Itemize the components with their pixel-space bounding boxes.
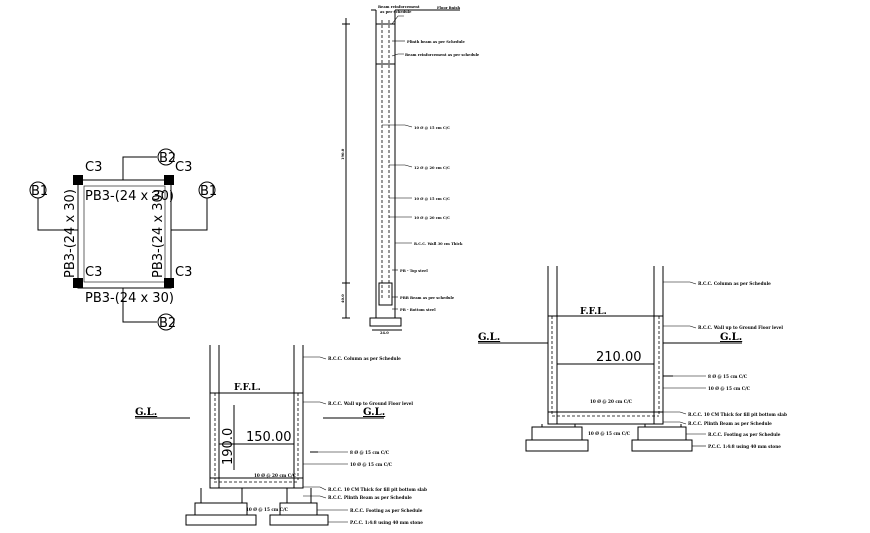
left-ffl-label: F.F.L. (234, 383, 261, 393)
tall-note-bar1: 10 Ø @ 15 cm C/C (414, 125, 450, 130)
left-note-plinth: R.C.C. Plinth Beam as per Schedule (328, 495, 412, 500)
beam-label-bottom: PB3-(24 x 30) (85, 291, 174, 306)
grid-bubble-top (157, 148, 175, 166)
tall-note-top-b: as per schedule (380, 10, 412, 14)
tall-note-top-a: Beam reinforcement (378, 5, 420, 9)
right-note-plinth: R.C.C. Plinth Beam as per Schedule (688, 421, 772, 426)
column-c3-br (164, 278, 174, 288)
plan-view: B2 B2 B1 B1 C3 C3 C3 C3 PB3-(24 x 30) PB… (29, 148, 217, 331)
tall-dim-base: 24.0 (380, 331, 389, 335)
right-note-slab: R.C.C. 10 CM Thick for fill pit bottom s… (688, 412, 787, 417)
column-c3-bl (73, 278, 83, 288)
left-height-dim: 190.0 (221, 428, 236, 465)
right-bars-b: 10 Ø @ 15 cm C/C (588, 431, 631, 436)
grid-line-right (171, 198, 208, 231)
section-left: F.F.L. G.L. G.L. 150.00 190.0 R.C.C. Col… (135, 345, 427, 526)
tall-note-bar4: 10 Ø @ 20 cm C/C (414, 215, 450, 220)
left-note-bar-8: 8 Ø @ 15 cm C/C (350, 450, 390, 455)
tall-note-wall: R.C.C. Wall 30 cm Thick (414, 242, 463, 246)
tall-section: 190.0 40.0 24.0 Beam reinforcement as pe… (341, 5, 480, 335)
grid-line-bottom (122, 288, 157, 323)
beam-label-right: PB3-(24 x 30) (151, 189, 166, 278)
tall-note-plinth: Plinth beam as per Schedule (407, 40, 465, 44)
grid-line-top (122, 156, 157, 180)
tall-note-reinf: Beam reinforcement as per schedule (405, 53, 480, 57)
column-label-bl: C3 (85, 265, 102, 280)
left-note-wall: R.C.C. Wall up to Ground Floor level (328, 401, 413, 406)
column-label-br: C3 (175, 265, 192, 280)
tall-note-plinthbeam: PBB Beam as per schedule (400, 296, 455, 300)
right-gl-right: G.L. (720, 332, 742, 343)
tall-note-topsteel: PB - Top steel (400, 269, 428, 273)
left-note-column: R.C.C. Column as per Schedule (328, 356, 401, 361)
section-right: F.F.L. G.L. G.L. 210.00 R.C.C. Column as… (478, 266, 787, 452)
right-note-bar-8: 8 Ø @ 15 cm C/C (708, 374, 748, 379)
right-ffl-label: F.F.L. (580, 307, 607, 317)
left-gl-left: G.L. (135, 407, 157, 418)
left-note-footing: R.C.C. Footing as per Schedule (350, 508, 423, 513)
right-gl-left: G.L. (478, 332, 500, 343)
grid-label-right: B1 (200, 184, 217, 199)
left-bars-a: 10 Ø @ 20 cm C/C (254, 473, 297, 478)
right-note-bar-10: 10 Ø @ 15 cm C/C (708, 386, 751, 391)
grid-bubble-right (198, 181, 216, 199)
grid-label-top: B2 (159, 151, 176, 166)
tall-note-bottomsteel: PB - Bottom steel (400, 308, 436, 312)
grid-line-left (37, 198, 78, 231)
left-bars-b: 10 Ø @ 15 cm C/C (246, 507, 289, 512)
tall-dim-lower: 40.0 (341, 294, 345, 303)
tall-note-bar2: 12 Ø @ 20 cm C/C (414, 165, 450, 170)
column-c3-tr (164, 175, 174, 185)
left-width-dim: 150.00 (246, 430, 292, 445)
tall-dim-upper: 190.0 (341, 148, 345, 160)
grid-label-left: B1 (31, 184, 48, 199)
tall-note-bar3: 10 Ø @ 15 cm C/C (414, 196, 450, 201)
grid-bubble-bottom (157, 313, 175, 331)
left-note-slab: R.C.C. 10 CM Thick for fill pit bottom s… (328, 487, 427, 492)
right-note-column: R.C.C. Column as per Schedule (698, 281, 771, 286)
beam-label-left: PB3-(24 x 30) (63, 189, 78, 278)
plan-outline (77, 179, 172, 289)
tall-note-slab: Floor finish (437, 6, 460, 10)
plan-inner-outline (83, 185, 166, 283)
grid-bubble-left (29, 181, 47, 199)
right-note-wall: R.C.C. Wall up to Ground Floor level (698, 325, 783, 330)
beam-label-top: PB3-(24 x 30) (85, 189, 174, 204)
column-label-tl: C3 (85, 160, 102, 175)
column-c3-tl (73, 175, 83, 185)
left-note-bar-10: 10 Ø @ 15 cm C/C (350, 462, 393, 467)
right-bars-a: 10 Ø @ 20 cm C/C (590, 399, 633, 404)
column-label-tr: C3 (175, 160, 192, 175)
left-note-pcc: P.C.C. 1:4:8 using 40 mm stone (350, 520, 423, 525)
left-gl-right: G.L. (363, 407, 385, 418)
right-note-pcc: P.C.C. 1:4:8 using 40 mm stone (708, 444, 781, 449)
right-note-footing: R.C.C. Footing as per Schedule (708, 432, 781, 437)
grid-label-bottom: B2 (159, 316, 176, 331)
right-width-dim: 210.00 (596, 350, 642, 365)
